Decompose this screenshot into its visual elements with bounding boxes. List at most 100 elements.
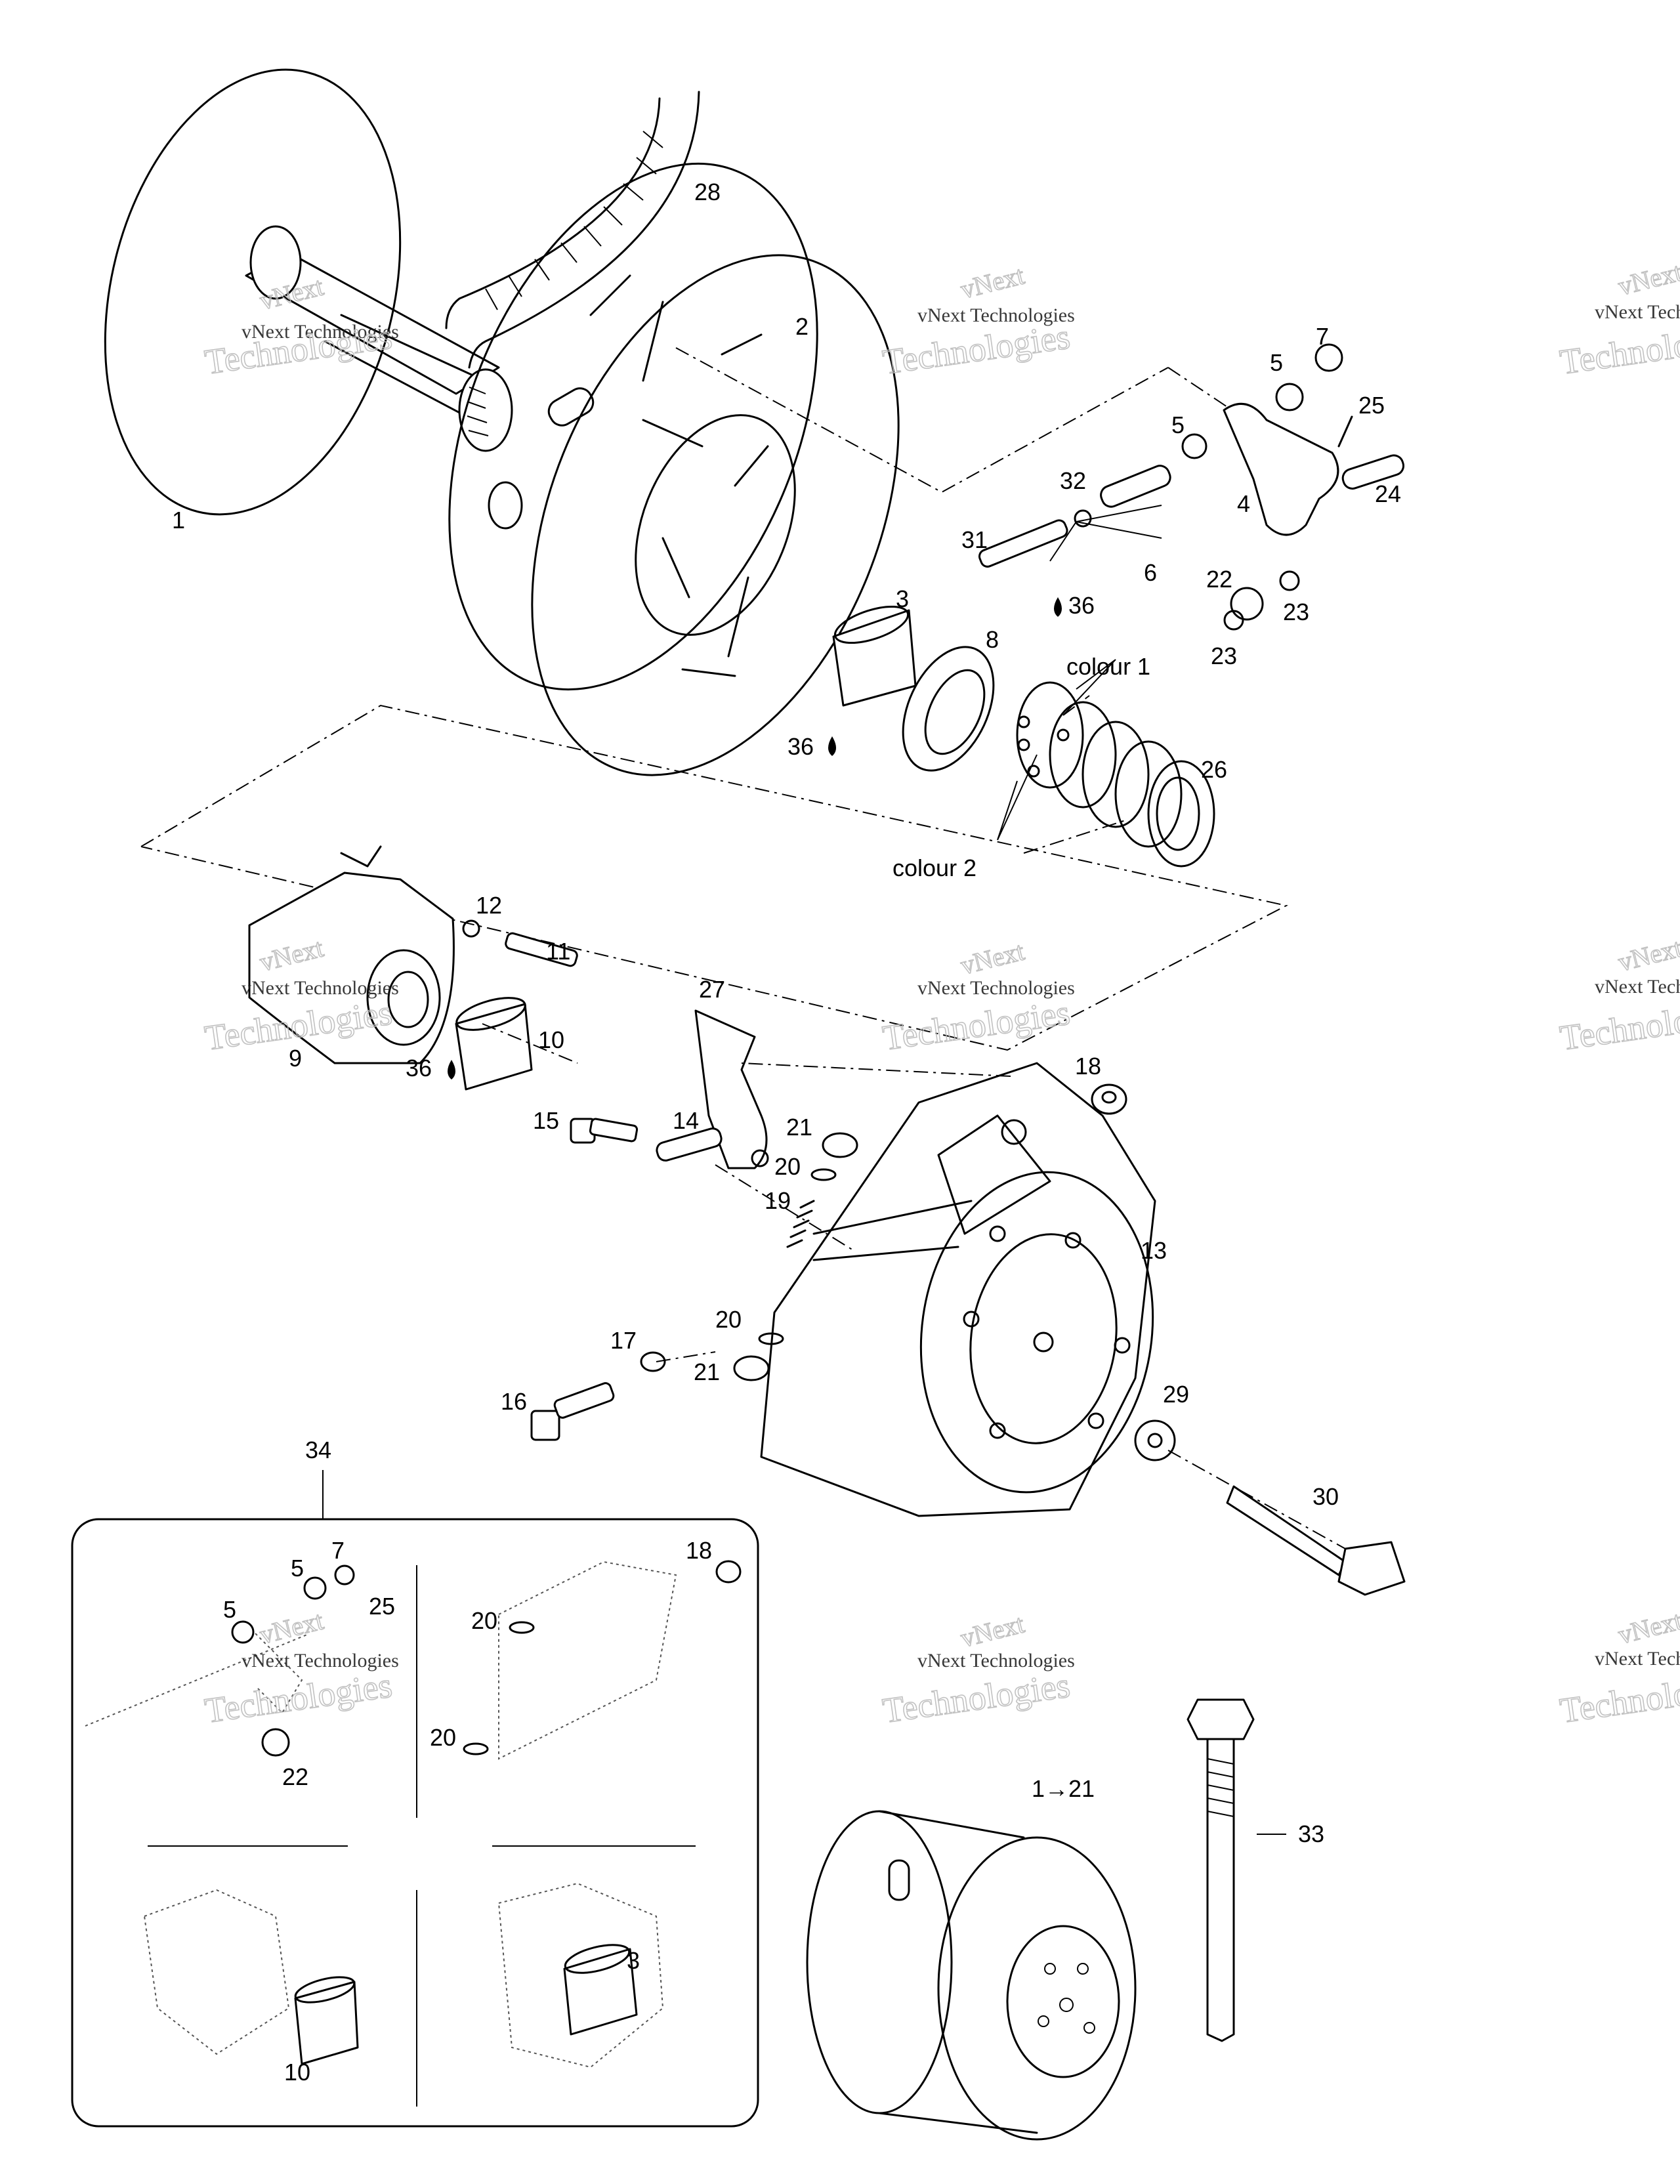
kit-callout-5a: 5 — [291, 1555, 304, 1582]
callout-colour-1: colour 1 — [1066, 653, 1150, 680]
watermark-8: vNext vNext Technologies Technologies — [880, 1608, 1075, 1731]
part-3-bushing — [832, 605, 917, 707]
svg-text:Technologies: Technologies — [880, 1666, 1072, 1731]
svg-text:Technologies: Technologies — [1557, 1666, 1680, 1731]
callout-17: 17 — [610, 1327, 637, 1354]
callout-31: 31 — [961, 526, 988, 553]
callout-21a: 21 — [786, 1114, 812, 1141]
callout-27: 27 — [699, 976, 725, 1003]
callout-24: 24 — [1375, 480, 1401, 507]
callout-18: 18 — [1075, 1053, 1101, 1080]
part-8-spring-seat — [902, 646, 995, 772]
kit-callout-18: 18 — [686, 1537, 712, 1564]
callout-1: 1 — [172, 507, 185, 534]
callout-36a: 36 — [1068, 592, 1095, 619]
kit-callout-3: 3 — [627, 1947, 640, 1974]
kit-callout-10: 10 — [284, 2059, 310, 2086]
part-28-drive-belt — [445, 91, 700, 369]
callout-34: 34 — [305, 1437, 331, 1463]
svg-text:vNext Technologies: vNext Technologies — [1595, 976, 1680, 998]
callout-26: 26 — [1201, 756, 1227, 783]
callout-23a: 23 — [1283, 598, 1309, 625]
part-13-ramp-housing — [760, 1062, 1156, 1517]
watermark-5: vNext vNext Technologies Technologies — [880, 936, 1075, 1059]
svg-text:vNext: vNext — [1615, 257, 1680, 301]
callout-29: 29 — [1163, 1381, 1189, 1408]
callout-4: 4 — [1237, 490, 1250, 517]
svg-text:vNext Technologies: vNext Technologies — [917, 1650, 1075, 1671]
callout-9: 9 — [289, 1045, 302, 1072]
svg-text:Technologies: Technologies — [1557, 317, 1680, 382]
arm-assembly — [675, 343, 1405, 631]
watermark-7: vNext vNext Technologies Technologies — [202, 1605, 399, 1731]
svg-text:Technologies: Technologies — [202, 1666, 394, 1731]
part-18-nut — [1091, 1083, 1127, 1115]
callout-36b: 36 — [788, 733, 814, 760]
svg-text:vNext: vNext — [1615, 1605, 1680, 1649]
callout-8: 8 — [986, 626, 999, 653]
part-17-washer — [640, 1351, 666, 1372]
callout-23b: 23 — [1211, 642, 1237, 669]
svg-text:vNext: vNext — [257, 1605, 326, 1649]
part-30-bolt — [1226, 1485, 1406, 1596]
part-1-fixed-sheave — [104, 68, 513, 516]
svg-text:vNext Technologies: vNext Technologies — [917, 977, 1075, 999]
watermark-9: vNext vNext Technologies Technologies — [1557, 1605, 1680, 1731]
part-9-governor — [248, 845, 455, 1064]
callout-6: 6 — [1144, 559, 1157, 586]
callout-2: 2 — [795, 313, 808, 340]
callout-32: 32 — [1060, 467, 1086, 494]
part-27-lever — [694, 1009, 769, 1169]
part-14-pin — [656, 1127, 723, 1162]
callout-7: 7 — [1316, 323, 1329, 350]
svg-text:vNext Technologies: vNext Technologies — [917, 304, 1075, 326]
part-15-bolt — [570, 1118, 639, 1144]
kit-callout-20a: 20 — [471, 1607, 497, 1634]
leader-lines — [482, 659, 1346, 1835]
svg-text:vNext: vNext — [957, 260, 1027, 304]
callout-22: 22 — [1206, 566, 1232, 593]
watermark-2: vNext vNext Technologies Technologies — [880, 260, 1075, 383]
svg-text:vNext Technologies: vNext Technologies — [1595, 301, 1680, 323]
callout-5b: 5 — [1171, 411, 1185, 438]
callout-11: 11 — [546, 938, 570, 965]
part-33-bolt — [1186, 1698, 1255, 2042]
svg-text:vNext Technologies: vNext Technologies — [1595, 1648, 1680, 1670]
watermark-6: vNext vNext Technologies Technologies — [1557, 933, 1680, 1059]
part-21-bushings — [733, 1132, 858, 1381]
callout-21b: 21 — [694, 1358, 720, 1385]
callout-assembly: 1→21 — [1032, 1775, 1095, 1802]
svg-text:vNext Technologies: vNext Technologies — [242, 321, 399, 343]
kit-callout-20b: 20 — [430, 1724, 456, 1751]
kit-callout-25: 25 — [369, 1593, 395, 1620]
svg-text:vNext: vNext — [957, 1608, 1027, 1652]
callout-28: 28 — [694, 178, 721, 205]
callout-15: 15 — [533, 1107, 559, 1134]
svg-text:vNext Technologies: vNext Technologies — [242, 1650, 399, 1671]
pulley-assembly-1-21 — [806, 1810, 1137, 2141]
callout-10: 10 — [538, 1026, 564, 1053]
part-16-bolt — [530, 1382, 615, 1441]
kit-34-box — [71, 1470, 759, 2128]
part-26-spring — [1016, 681, 1215, 868]
part-20-orings — [758, 1168, 837, 1345]
callout-20b: 20 — [715, 1306, 742, 1333]
callout-19: 19 — [765, 1187, 791, 1214]
kit-callout-5b: 5 — [223, 1596, 236, 1623]
callout-30: 30 — [1312, 1483, 1339, 1510]
part-19-spring — [786, 1200, 815, 1248]
callout-5a: 5 — [1270, 349, 1283, 376]
callout-25: 25 — [1358, 392, 1385, 419]
svg-text:vNext: vNext — [1615, 933, 1680, 976]
svg-text:vNext: vNext — [957, 936, 1027, 980]
svg-text:Technologies: Technologies — [1557, 993, 1680, 1058]
part-11-screw — [462, 919, 578, 967]
callout-36c: 36 — [406, 1055, 432, 1082]
watermark-3: vNext vNext Technologies Technologies — [1557, 257, 1680, 383]
lubricant-drop-icon — [448, 597, 1062, 1080]
callout-14: 14 — [673, 1107, 699, 1134]
kit-callout-22: 22 — [282, 1763, 308, 1790]
callout-20a: 20 — [774, 1153, 801, 1180]
part-2-pulley-housing — [448, 162, 900, 776]
